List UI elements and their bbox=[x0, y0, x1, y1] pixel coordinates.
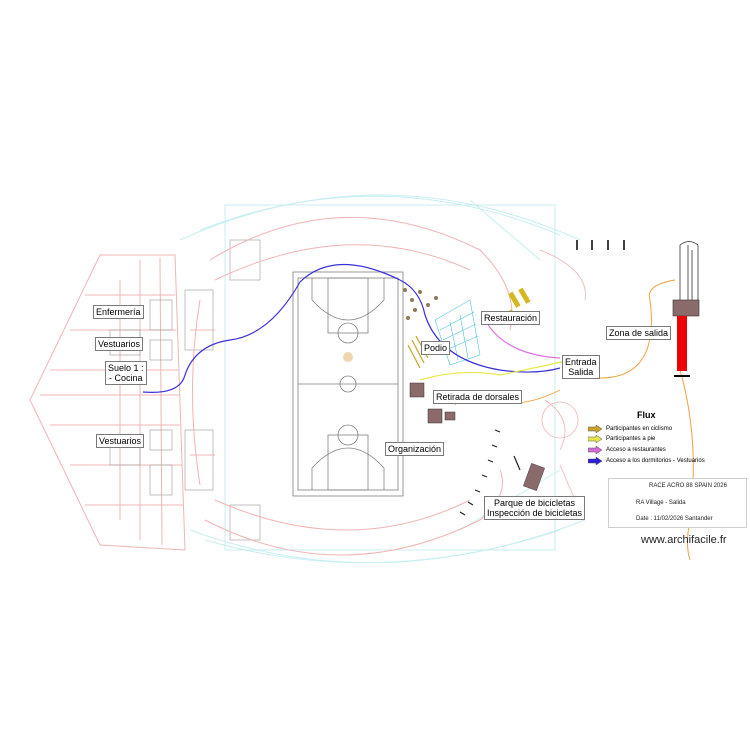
title-event: RACE ACRO 88 SPAIN 2026 bbox=[649, 483, 727, 489]
arena-walls bbox=[190, 216, 513, 556]
label-vestuarios-bottom: Vestuarios bbox=[96, 434, 145, 448]
arrow-icon bbox=[588, 457, 602, 465]
start-ramp-red bbox=[677, 316, 687, 371]
legend-item: Participantes en ciclismo bbox=[588, 425, 672, 433]
legend-title: Flux bbox=[637, 410, 656, 420]
label-restauracion: Restauración bbox=[481, 311, 541, 325]
legend-label: Acceso a los dormitorios - Vestuarios bbox=[606, 458, 705, 464]
bike-park bbox=[523, 463, 545, 491]
legend: Flux Participantes en ciclismo Participa… bbox=[582, 408, 750, 478]
label-parque-inspeccion: Parque de bicicletas Inspección de bicic… bbox=[484, 496, 586, 520]
title-block: RACE ACRO 88 SPAIN 2026 RA Village - Sal… bbox=[608, 478, 747, 528]
label-retirada: Retirada de dorsales bbox=[433, 390, 523, 404]
basketball-court bbox=[292, 271, 404, 497]
registration-boxes bbox=[409, 382, 456, 424]
tables bbox=[403, 288, 438, 320]
court-paint bbox=[343, 352, 353, 362]
label-suelo: Suelo 1 : bbox=[108, 363, 144, 373]
left-rooms bbox=[109, 239, 261, 541]
label-inspeccion: Inspección de bicicletas bbox=[487, 508, 583, 518]
arrow-icon bbox=[588, 446, 602, 454]
label-parque: Parque de bicicletas bbox=[494, 498, 576, 508]
title-subtitle: RA Village - Salida bbox=[636, 500, 686, 506]
route-restaurants bbox=[484, 319, 561, 359]
label-entrada: Entrada bbox=[565, 357, 597, 367]
title-date: Date : 11/02/2026 Santander bbox=[636, 516, 713, 522]
legend-item: Participantes a pie bbox=[588, 435, 655, 443]
legend-label: Participantes a pie bbox=[606, 436, 656, 442]
legend-item: Acceso a los dormitorios - Vestuarios bbox=[588, 457, 705, 465]
arrow-icon bbox=[588, 425, 602, 433]
start-ramp bbox=[679, 241, 699, 300]
label-zona-salida: Zona de salida bbox=[606, 326, 672, 340]
background-outlines bbox=[179, 194, 586, 564]
label-suelo-cocina: Suelo 1 : - Cocina bbox=[105, 361, 147, 385]
legend-label: Acceso a restaurantes bbox=[606, 447, 666, 453]
markers bbox=[576, 240, 625, 250]
label-vestuarios-top: Vestuarios bbox=[95, 337, 144, 351]
route-dormitories bbox=[142, 263, 561, 393]
label-podio: Podio bbox=[421, 341, 451, 355]
right-area-outlines bbox=[539, 249, 586, 501]
label-cocina: - Cocina bbox=[109, 373, 143, 383]
route-walkers bbox=[419, 359, 571, 381]
label-salida: Salida bbox=[568, 367, 594, 377]
legend-item: Acceso a restaurantes bbox=[588, 446, 666, 454]
start-gate bbox=[672, 299, 700, 317]
watermark: www.archifacile.fr bbox=[641, 534, 727, 546]
label-organizacion: Organización bbox=[385, 442, 445, 456]
barriers bbox=[459, 429, 521, 516]
legend-label: Participantes en ciclismo bbox=[606, 426, 673, 432]
label-enfermeria: Enfermería bbox=[93, 305, 144, 319]
route-orange bbox=[599, 279, 676, 379]
arrow-icon bbox=[588, 435, 602, 443]
left-building bbox=[29, 254, 186, 551]
label-entrada-salida: Entrada Salida bbox=[562, 355, 600, 379]
